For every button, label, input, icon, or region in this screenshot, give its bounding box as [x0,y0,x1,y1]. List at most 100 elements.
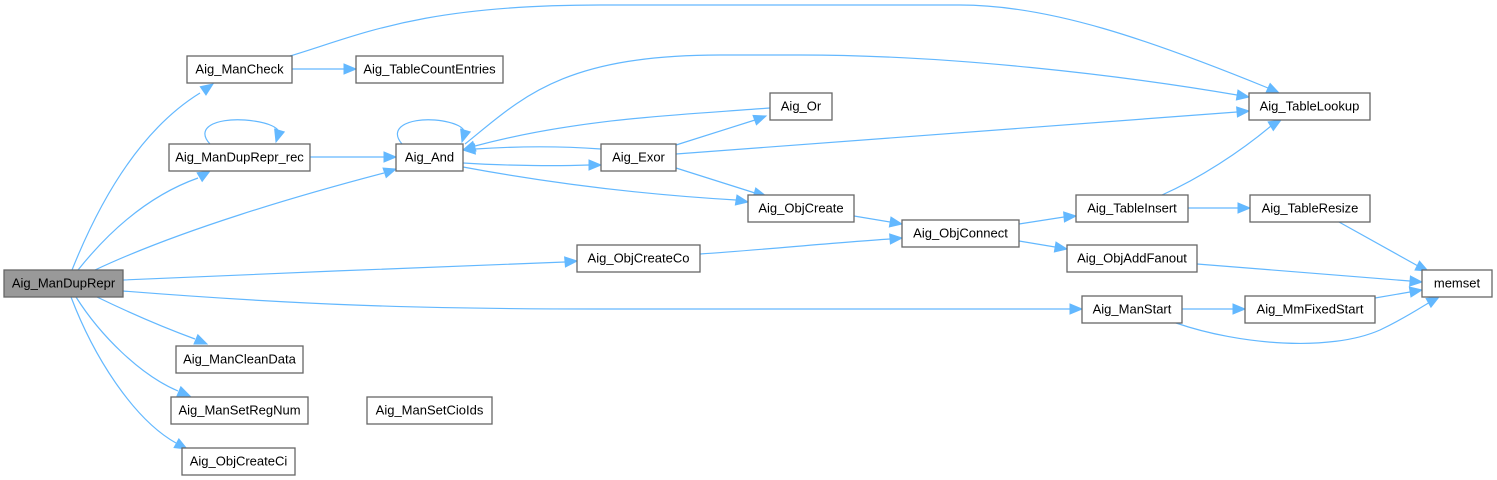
node-label: Aig_And [405,149,454,164]
edge-line [77,177,199,271]
node-aig-mancleandata[interactable]: Aig_ManCleanData [175,345,304,374]
edge-exor-to-objcreate [675,167,768,199]
edge-and-to-and [396,119,472,145]
edge-manstart-to-mmfixedstart [1182,303,1247,315]
edge-tableinsert-to-tablelookup [1161,119,1283,196]
arrowhead-icon [564,256,579,268]
edge-manduprepr-to-manduprepr_rec [77,170,212,271]
node-aig-exor[interactable]: Aig_Exor [600,143,677,172]
node-aig-tableresize[interactable]: Aig_TableResize [1249,194,1371,223]
node-label: Aig_TableResize [1262,200,1359,215]
arrowhead-icon [888,216,904,228]
edge-objconnect-to-objaddfanout [1018,240,1069,253]
nodes-layer: Aig_ManDupRepr Aig_ManCheck Aig_TableCou… [3,55,1493,476]
node-label: Aig_ObjCreate [758,200,843,215]
arrowhead-icon [1267,119,1283,132]
edge-line [1374,291,1411,299]
arrowhead-icon [752,114,768,126]
node-aig-mansetcioids[interactable]: Aig_ManSetCioIds [366,396,493,425]
edge-line [70,296,177,444]
arrowhead-icon [1265,82,1281,94]
edge-line [204,119,280,145]
arrowhead-icon [176,385,192,397]
edge-line [1175,301,1431,344]
node-aig-objcreate[interactable]: Aig_ObjCreate [747,194,855,223]
edge-manduprepr-to-mancheck [71,83,215,271]
node-aig-objaddfanout[interactable]: Aig_ObjAddFanout [1066,244,1198,273]
node-aig-objcreateco[interactable]: Aig_ObjCreateCo [576,244,701,273]
node-aig-objconnect[interactable]: Aig_ObjConnect [901,219,1020,248]
node-label: Aig_TableInsert [1087,200,1177,215]
edge-objconnect-to-tableinsert [1018,211,1078,225]
edge-manduprepr-to-objcreateco [122,256,579,281]
edge-line [699,238,891,255]
arrowhead-icon [1425,296,1441,309]
node-label: Aig_ObjAddFanout [1077,250,1187,265]
node-aig-tablecountentries[interactable]: Aig_TableCountEntries [355,55,504,84]
edge-objaddfanout-to-memset [1196,263,1424,287]
edge-line [1018,216,1065,225]
arrowhead-icon [461,143,476,155]
node-memset[interactable]: memset [1421,269,1493,298]
node-aig-tablelookup[interactable]: Aig_TableLookup [1248,92,1371,121]
edge-line [96,296,196,340]
node-aig-mancheck[interactable]: Aig_ManCheck [186,55,293,84]
edge-line [122,261,566,281]
edge-and-to-tablelookup [464,54,1251,145]
arrowhead-icon [1408,286,1424,298]
node-label: Aig_ManDupRepr [12,275,116,290]
edge-objcreate-to-objconnect [853,215,904,228]
arrowhead-icon [460,128,472,144]
node-label: Aig_ManCheck [195,61,284,76]
edge-line [462,166,737,201]
node-aig-objcreateci[interactable]: Aig_ObjCreateCi [181,447,296,476]
edge-exor-to-and [461,143,602,155]
node-aig-mansetregnum[interactable]: Aig_ManSetRegNum [170,396,309,425]
edge-line [1338,221,1419,267]
node-label: Aig_ManStart [1093,301,1172,316]
arrowhead-icon [382,167,398,179]
arrowhead-icon [274,128,286,144]
edge-line [474,146,602,150]
edge-line [94,172,385,271]
node-aig-mandupdepr-rec[interactable]: Aig_ManDupRepr_rec [168,143,311,172]
arrowhead-icon [1236,106,1251,118]
node-label: Aig_Exor [612,149,665,164]
edge-exor-to-or [675,114,768,146]
edges-layer [70,4,1441,450]
arrowhead-icon [1235,89,1251,101]
edge-line [474,107,771,147]
node-aig-mandup-repr[interactable]: Aig_ManDupRepr [3,269,124,298]
edge-line [462,162,590,167]
node-label: Aig_ObjConnect [913,225,1008,240]
node-aig-or[interactable]: Aig_Or [769,92,833,121]
arrowhead-icon [193,333,209,345]
edge-and-to-exor [462,159,603,171]
node-aig-mmfixedstart[interactable]: Aig_MmFixedStart [1244,295,1376,324]
node-aig-tableinsert[interactable]: Aig_TableInsert [1075,194,1189,223]
arrowhead-icon [1053,241,1069,253]
arrowhead-icon [588,159,603,171]
edge-line [675,111,1238,155]
arrowhead-icon [199,83,215,96]
edge-line [464,54,1238,145]
node-label: Aig_Or [781,98,822,113]
node-label: Aig_ObjCreateCo [588,250,690,265]
node-aig-manstart[interactable]: Aig_ManStart [1081,295,1183,324]
edge-line [75,296,179,392]
arrowhead-icon [1409,275,1424,287]
edge-line [396,119,465,145]
node-label: Aig_ManSetCioIds [376,402,484,417]
edge-manduprepr-to-objcreateci [70,296,189,450]
arrowhead-icon [1237,202,1252,214]
edge-tableinsert-to-tableresize [1188,202,1252,214]
node-label: Aig_MmFixedStart [1257,301,1364,316]
edge-manduprepr-to-and [94,167,398,271]
edge-and-to-objcreate [462,166,750,206]
arrowhead-icon [173,437,189,450]
arrowhead-icon [343,63,358,75]
arrowhead-icon [196,170,212,183]
node-aig-and[interactable]: Aig_And [395,143,464,172]
edge-line [122,290,1070,310]
